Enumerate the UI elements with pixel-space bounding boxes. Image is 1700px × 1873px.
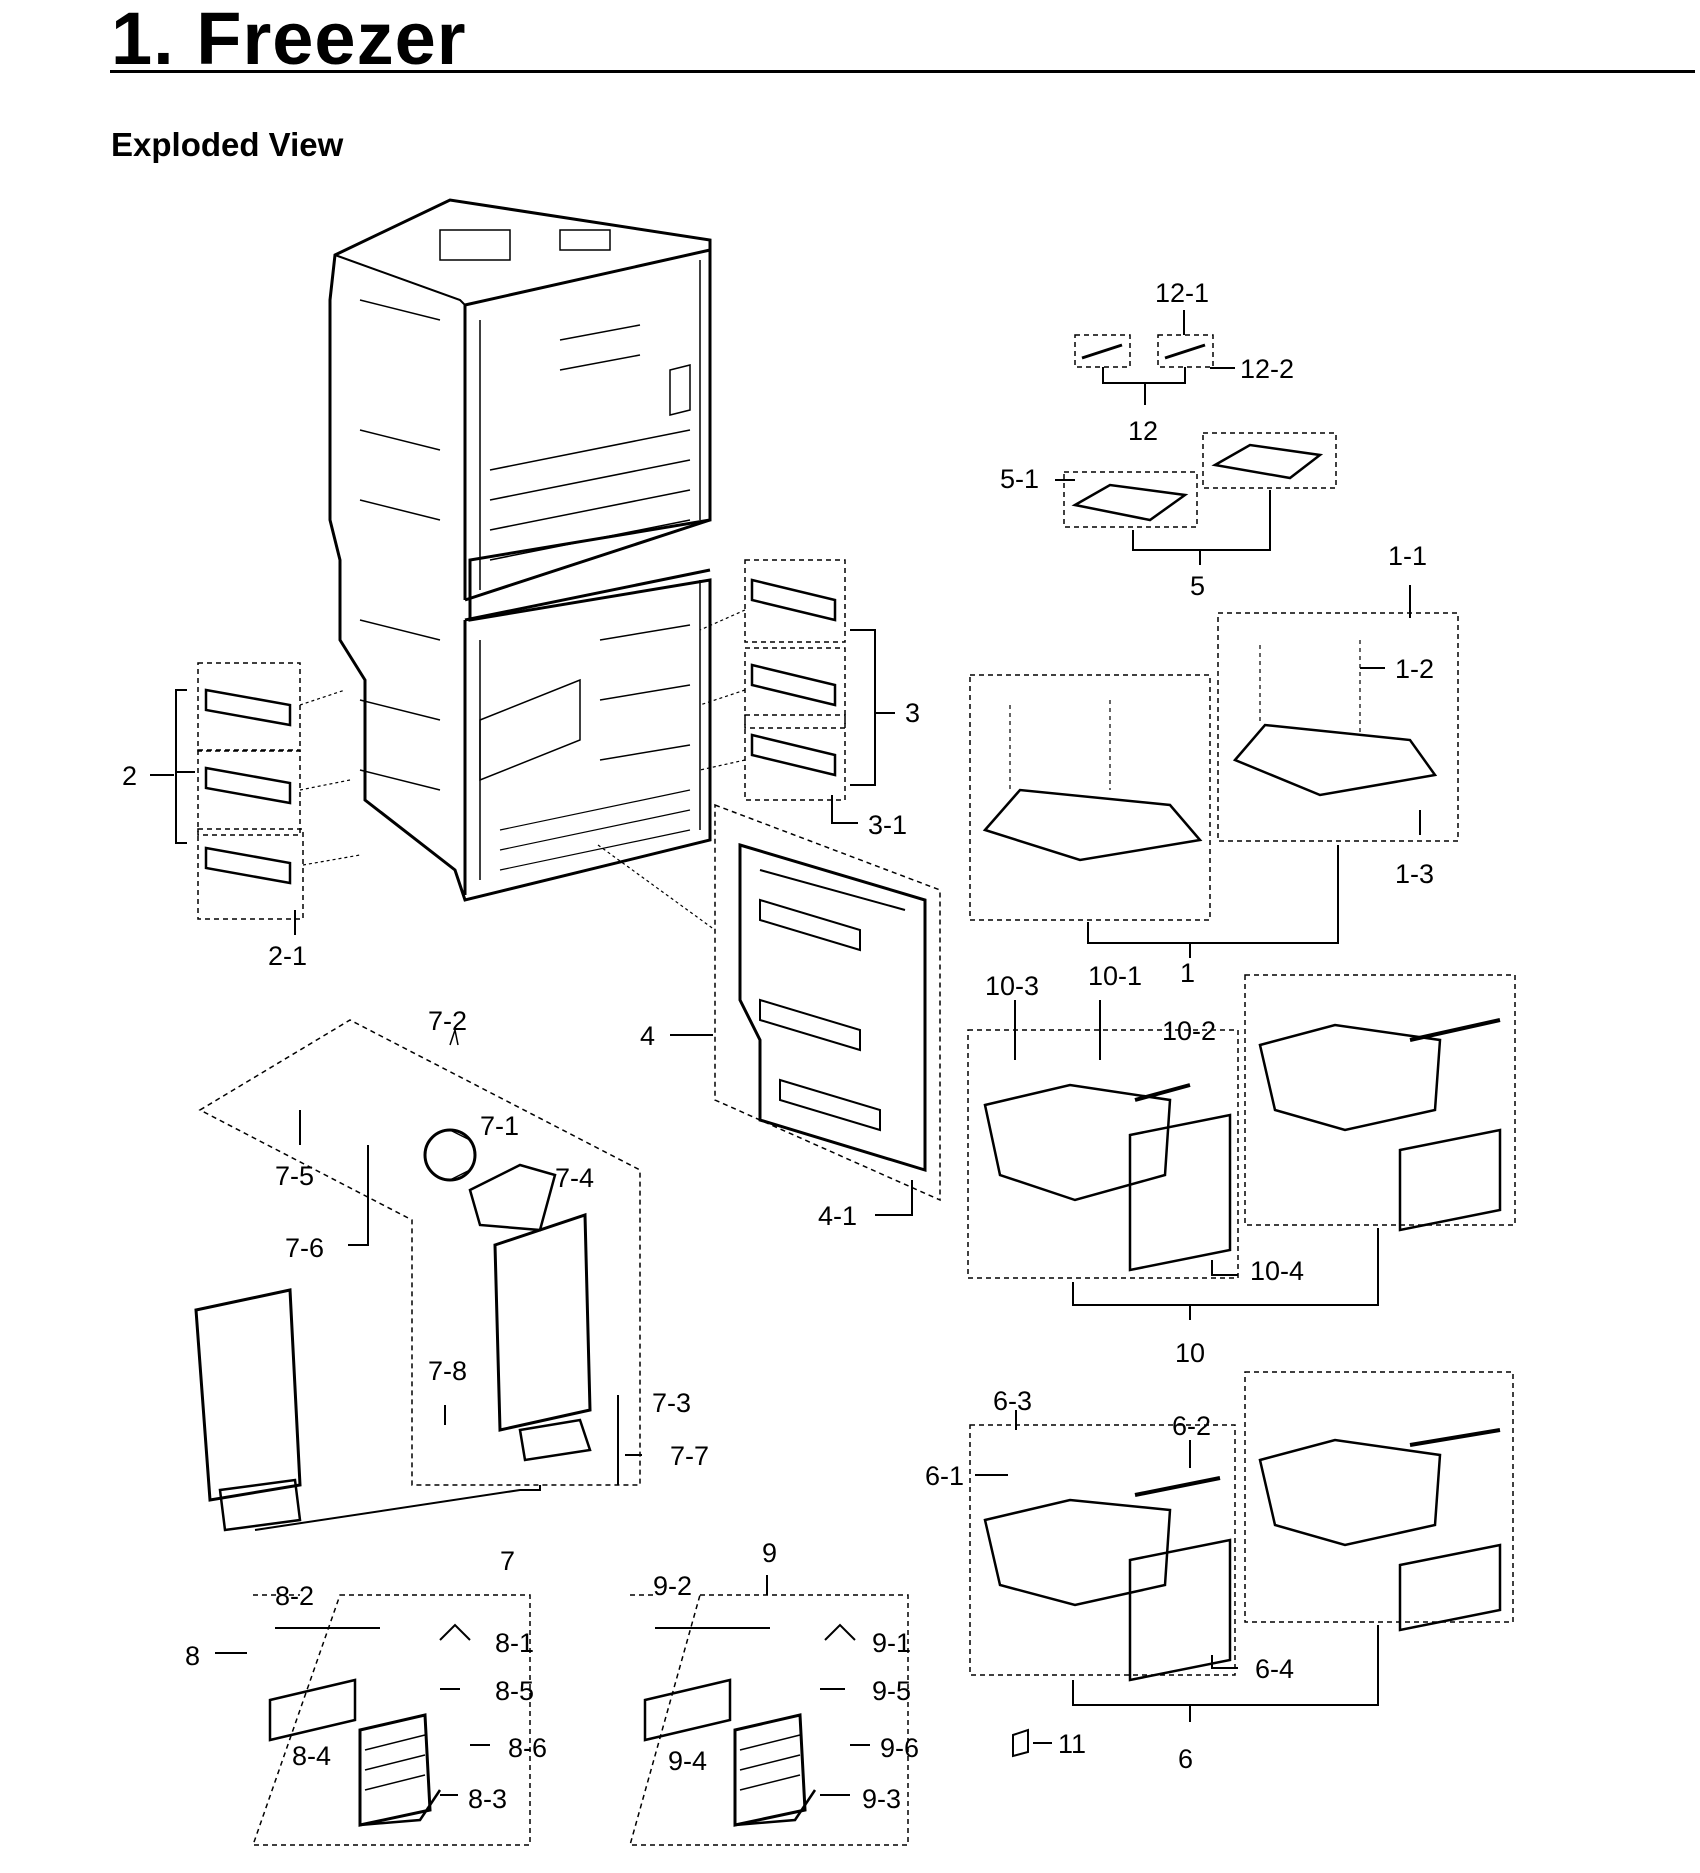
- callout-7-1: 7-1: [480, 1111, 519, 1141]
- part-10-drawers: [967, 974, 1516, 1320]
- callout-9-6: 9-6: [880, 1733, 919, 1763]
- diagram-subtitle: Exploded View: [111, 126, 344, 163]
- callout-4-1: 4-1: [818, 1201, 857, 1231]
- callout-10-4: 10-4: [1250, 1256, 1304, 1286]
- page-title: 1. Freezer: [111, 0, 467, 80]
- callout-1-1: 1-1: [1388, 541, 1427, 571]
- callout-9: 9: [762, 1538, 777, 1568]
- callout-7-7: 7-7: [670, 1441, 709, 1471]
- callout-6-2: 6-2: [1172, 1411, 1211, 1441]
- part-2-rails: [150, 662, 361, 935]
- part-7-assembly: [194, 1019, 642, 1532]
- part-12-assembly: [1074, 310, 1235, 405]
- callout-2: 2: [122, 761, 137, 791]
- callout-1: 1: [1180, 958, 1195, 988]
- callout-12: 12: [1128, 416, 1158, 446]
- callout-9-2: 9-2: [653, 1571, 692, 1601]
- freezer-cabinet: [328, 198, 712, 902]
- callout-7-2: 7-2: [428, 1006, 467, 1036]
- callout-10-2: 10-2: [1162, 1016, 1216, 1046]
- callout-3-1: 3-1: [868, 810, 907, 840]
- callout-8-4: 8-4: [292, 1741, 331, 1771]
- callout-10-3: 10-3: [985, 971, 1039, 1001]
- part-5-assembly: [1055, 432, 1337, 565]
- callout-6: 6: [1178, 1744, 1193, 1774]
- callout-2-1: 2-1: [268, 941, 307, 971]
- part-9-assembly: [629, 1575, 909, 1846]
- callout-12-1: 12-1: [1155, 278, 1209, 308]
- callout-8-3: 8-3: [468, 1784, 507, 1814]
- callout-labels: 12-1 12-2 12 5-1 5 1-1 1-2 1-3 1 2 2-1 3…: [122, 278, 1434, 1814]
- callout-7-6: 7-6: [285, 1233, 324, 1263]
- callout-7-5: 7-5: [275, 1161, 314, 1191]
- callout-7-4: 7-4: [555, 1163, 594, 1193]
- callout-9-5: 9-5: [872, 1676, 911, 1706]
- callout-9-1: 9-1: [872, 1628, 911, 1658]
- callout-1-3: 1-3: [1395, 859, 1434, 889]
- part-1-shelves: [969, 585, 1459, 958]
- part-3-rails: [699, 559, 895, 824]
- callout-8-6: 8-6: [508, 1733, 547, 1763]
- callout-10: 10: [1175, 1338, 1205, 1368]
- callout-6-1: 6-1: [925, 1461, 964, 1491]
- part-6-drawers: [969, 1371, 1514, 1722]
- callout-9-3: 9-3: [862, 1784, 901, 1814]
- callout-8-1: 8-1: [495, 1628, 534, 1658]
- callout-7-8: 7-8: [428, 1356, 467, 1386]
- callout-9-4: 9-4: [668, 1746, 707, 1776]
- part-8-assembly: [215, 1594, 531, 1846]
- callout-5: 5: [1190, 571, 1205, 601]
- callout-8-2: 8-2: [275, 1581, 314, 1611]
- callout-4: 4: [640, 1021, 655, 1051]
- callout-3: 3: [905, 698, 920, 728]
- callout-7: 7: [500, 1546, 515, 1576]
- callout-8-5: 8-5: [495, 1676, 534, 1706]
- callout-11: 11: [1058, 1729, 1086, 1759]
- callout-7-3: 7-3: [652, 1388, 691, 1418]
- part-4-cover: [597, 803, 941, 1216]
- callout-6-3: 6-3: [993, 1386, 1032, 1416]
- title-rule: [110, 70, 1695, 73]
- callout-8: 8: [185, 1641, 200, 1671]
- part-11: [1012, 1728, 1052, 1758]
- callout-5-1: 5-1: [1000, 464, 1039, 494]
- callout-12-2: 12-2: [1240, 354, 1294, 384]
- callout-1-2: 1-2: [1395, 654, 1434, 684]
- callout-10-1: 10-1: [1088, 961, 1142, 991]
- callout-6-4: 6-4: [1255, 1654, 1294, 1684]
